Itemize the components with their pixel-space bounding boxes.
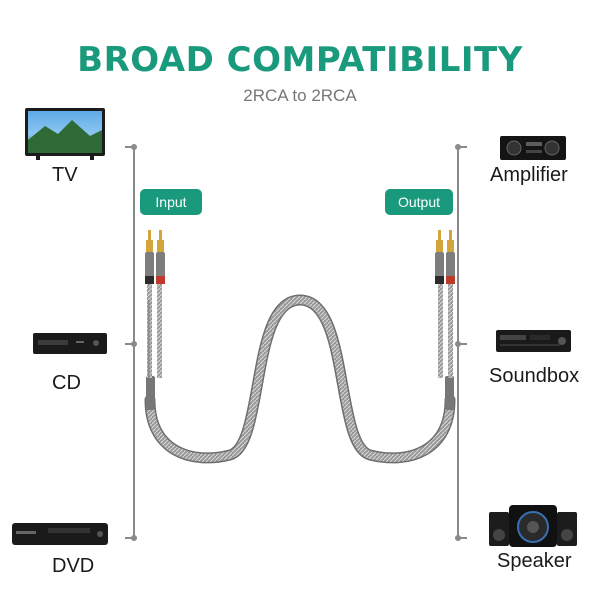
input-connector [145, 230, 165, 410]
right-dot-bottom [455, 535, 461, 541]
device-label-dvd: DVD [52, 555, 95, 577]
left-tick-top [125, 146, 133, 148]
right-tick-bottom [459, 537, 467, 539]
device-label-amplifier: Amplifier [490, 164, 568, 186]
output-connector [435, 230, 455, 410]
amplifier-icon [500, 136, 566, 160]
right-dot-top [455, 144, 461, 150]
device-label-tv: TV [52, 164, 78, 186]
right-tick-middle [459, 343, 467, 345]
left-dot-middle [131, 341, 137, 347]
right-dot-middle [455, 341, 461, 347]
device-label-soundbox: Soundbox [489, 365, 580, 387]
device-label-speaker: Speaker [497, 550, 572, 572]
left-dot-top [131, 144, 137, 150]
soundbox-icon [496, 330, 571, 352]
speaker-icon [489, 505, 577, 547]
left-tick-bottom [125, 537, 133, 539]
output-badge: Output [385, 189, 453, 215]
page-title: BROAD COMPATIBILITY [77, 40, 523, 80]
rca-cable [144, 294, 456, 464]
device-label-cd: CD [52, 372, 81, 394]
left-tick-middle [125, 343, 133, 345]
page-subtitle: 2RCA to 2RCA [243, 86, 357, 105]
left-dot-bottom [131, 535, 137, 541]
tv-icon [25, 108, 105, 160]
dvd-player-icon [12, 523, 108, 545]
input-badge: Input [140, 189, 202, 215]
right-tick-top [459, 146, 467, 148]
cd-player-icon [33, 333, 107, 354]
